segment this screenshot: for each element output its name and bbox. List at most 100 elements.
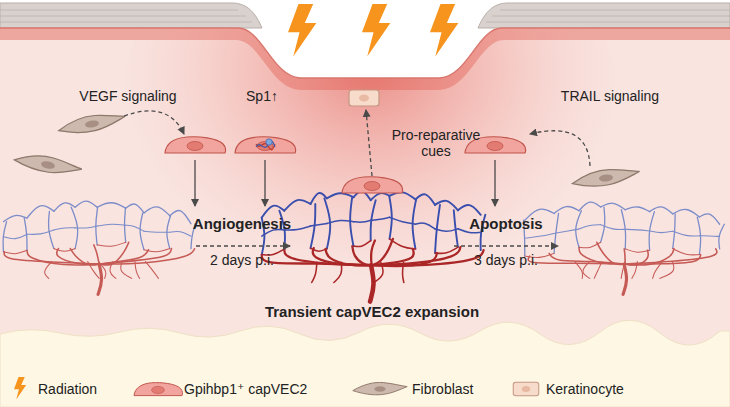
capillary-link: [97, 224, 126, 226]
fat-layer: [0, 320, 730, 407]
capillary-link: [435, 229, 458, 232]
legend-label: Fibroblast: [412, 381, 473, 397]
dna-icon: [256, 139, 275, 150]
stage-label: Angiogenesis: [177, 216, 307, 232]
fibroblast: [57, 111, 126, 136]
radiation-bolts: [288, 4, 458, 56]
capillary-loop: [311, 193, 327, 204]
time-arrow: [196, 245, 290, 246]
capillary-loop: [458, 205, 481, 215]
dashed-arrow: [530, 131, 590, 166]
arteriole-link: [435, 247, 458, 253]
radiation-bolt: [362, 4, 390, 56]
capillary-link: [144, 231, 170, 233]
arteriole-link: [673, 249, 700, 255]
dashed-arrow: [124, 111, 184, 134]
text-label: 2 days p.i.: [187, 252, 297, 268]
radiation-bolt: [288, 4, 316, 56]
capillary-loop: [650, 207, 673, 214]
fibroblast: [13, 150, 83, 179]
arteriole: [326, 249, 372, 266]
capillary-loop: [327, 193, 354, 198]
arteriole-branch: [88, 262, 100, 279]
text-label: 3 days p.i.: [451, 252, 561, 268]
capillary-loop: [170, 210, 191, 223]
capillary-link: [601, 225, 626, 230]
capillary-link: [311, 224, 327, 227]
dashed-arrow: [366, 110, 372, 176]
capillary-loop: [54, 203, 75, 211]
arteriole-branch: [135, 262, 140, 279]
text-label: VEGF signaling: [58, 88, 198, 104]
arteriole-link: [97, 242, 126, 246]
capillary-link: [390, 217, 416, 224]
legend-icons: [14, 377, 539, 400]
legend-label: Gpihbp1⁺ capVEC2: [184, 381, 307, 397]
capillary-link: [327, 220, 354, 223]
arteriole-branch: [334, 262, 342, 282]
text-label: Pro-reparative cues: [381, 127, 491, 159]
capillary-loop: [625, 207, 649, 212]
arteriole: [94, 245, 100, 264]
endothelial-cell: [235, 137, 296, 153]
arteriole-link: [144, 249, 170, 252]
capillary-loop: [435, 201, 458, 211]
capillary-link: [699, 235, 719, 237]
capillary-loop: [371, 193, 390, 200]
capillary-link: [54, 228, 75, 230]
capillary-loop: [579, 202, 601, 211]
stage-label: Transient capVEC2 expansion: [232, 304, 512, 320]
legend-fibroblast-icon: [353, 382, 407, 394]
arteriole-branch: [583, 262, 590, 279]
arteriole: [284, 249, 372, 265]
arteriole: [372, 250, 484, 265]
capillary-link: [415, 223, 435, 229]
arteriole-link: [390, 239, 416, 249]
capillary-link: [650, 231, 673, 233]
capillary-link: [673, 231, 700, 236]
arteriole-link: [4, 250, 27, 253]
artery-trunk: [98, 264, 102, 294]
arteriole: [372, 239, 393, 265]
radiation-bolt: [430, 4, 458, 56]
arteriole-link: [54, 249, 75, 252]
text-label: TRAIL signaling: [540, 88, 680, 104]
arteriole: [100, 249, 194, 264]
legend-label: Keratinocyte: [546, 381, 624, 397]
arteriole-branch: [660, 262, 674, 279]
capillary-link: [75, 226, 97, 228]
arteriole: [597, 242, 625, 264]
capillary-link: [554, 229, 579, 233]
fibroblast: [571, 166, 640, 188]
capillary-link: [579, 225, 601, 229]
legend-label: Radiation: [38, 381, 97, 397]
arteriole: [371, 241, 375, 266]
capillary-loop: [415, 194, 435, 205]
arteriole-link: [311, 248, 327, 251]
endothelial-cell: [342, 177, 403, 193]
capillary-link: [371, 217, 390, 220]
capillary-loop: [27, 206, 54, 218]
capillary-loop: [144, 207, 170, 216]
capillary-loop: [699, 214, 719, 224]
stage-label: Apoptosis: [446, 216, 566, 232]
legend-keratinocyte-icon: [513, 382, 539, 396]
arteriole-branch: [45, 262, 52, 279]
capillary-loop: [97, 203, 126, 208]
capillary-loop: [126, 204, 144, 213]
capillary-link: [170, 231, 191, 236]
solid-arrow: [494, 160, 495, 206]
arteriole-branch: [312, 262, 317, 282]
capillary-loop: [601, 203, 626, 210]
arteriole: [27, 250, 100, 265]
capillary-link: [625, 229, 649, 231]
capillary-link: [126, 225, 144, 231]
arteriole-branch: [575, 262, 583, 279]
radiation-glow: [120, 0, 620, 320]
arteriole-link: [625, 249, 649, 252]
capillary-loop: [673, 209, 700, 217]
artery-trunk: [370, 265, 374, 301]
